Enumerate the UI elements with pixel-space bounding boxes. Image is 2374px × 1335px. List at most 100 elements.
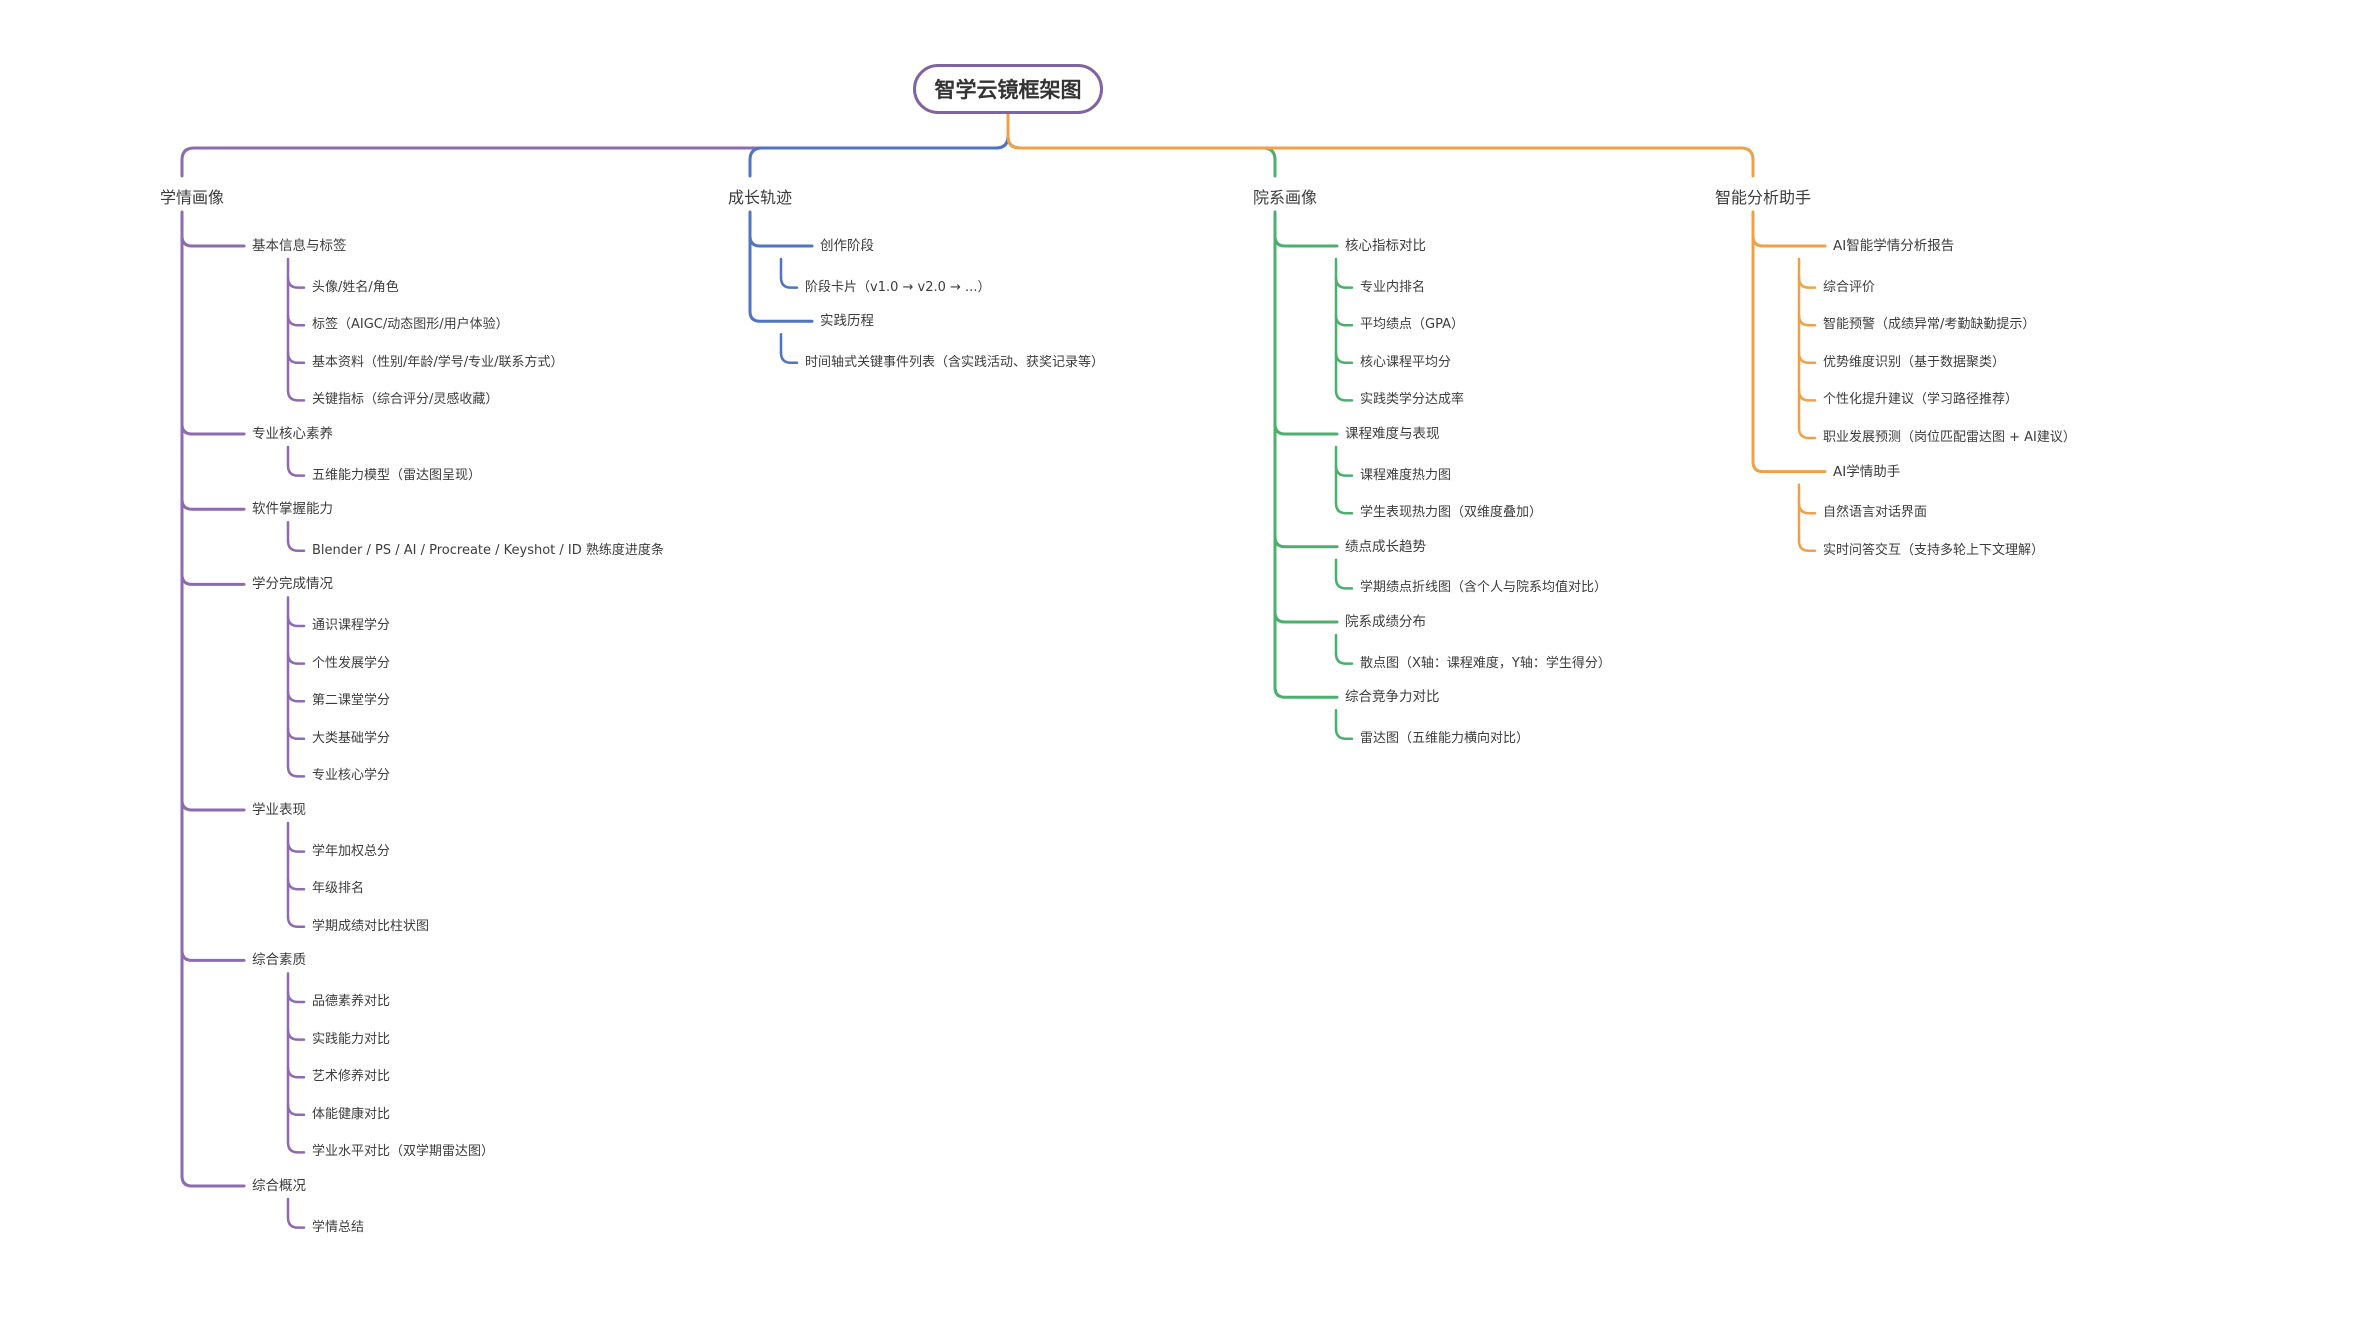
connector-line [748, 112, 1010, 178]
connector-line [1334, 652, 1354, 665]
leaf-node[interactable]: 课程难度热力图 [1360, 467, 1452, 483]
connector-line [1006, 112, 1277, 178]
connector-line [1006, 112, 1755, 178]
connector-line [1334, 351, 1354, 365]
leaf-node[interactable]: 核心课程平均分 [1360, 354, 1452, 370]
sub-node[interactable]: 课程难度与表现 [1345, 426, 1440, 442]
branch-profile[interactable]: 学情画像 [160, 188, 225, 207]
leaf-node[interactable]: 学生表现热力图（双维度叠加） [1360, 505, 1543, 521]
leaf-node[interactable]: 实时问答交互（支持多轮上下文理解） [1823, 542, 2045, 558]
connector-line [1273, 610, 1339, 624]
connector-line [1273, 422, 1339, 436]
leaf-node[interactable]: 优势维度识别（基于数据聚类） [1823, 354, 2006, 370]
leaf-node[interactable]: 艺术修养对比 [312, 1069, 391, 1085]
connector-line [1334, 313, 1354, 327]
leaf-node[interactable]: 第二课堂学分 [312, 693, 391, 709]
connector-line [180, 497, 246, 511]
connector-line [286, 464, 306, 477]
connector-line [748, 309, 814, 323]
connector-line [286, 539, 306, 553]
leaf-node[interactable]: 专业核心学分 [312, 768, 391, 784]
connector-line [1797, 389, 1817, 402]
leaf-node[interactable]: 关键指标（综合评分/灵感收藏） [312, 392, 499, 408]
sub-node[interactable]: 绩点成长趋势 [1345, 538, 1426, 555]
leaf-node[interactable]: 学期绩点折线图（含个人与院系均值对比） [1360, 580, 1608, 596]
connector-line [1273, 685, 1339, 699]
sub-node[interactable]: AI智能学情分析报告 [1833, 238, 1955, 254]
leaf-node[interactable]: 雷达图（五维能力横向对比） [1360, 730, 1530, 746]
branch-department[interactable]: 院系画像 [1253, 188, 1318, 207]
sub-node[interactable]: 核心指标对比 [1345, 238, 1426, 254]
connector-line [1751, 234, 1827, 248]
leaf-node[interactable]: 学业水平对比（双学期雷达图） [312, 1144, 495, 1160]
connector-line [1273, 234, 1339, 248]
sub-node[interactable]: 综合概况 [252, 1178, 306, 1194]
leaf-node[interactable]: 实践能力对比 [312, 1031, 391, 1047]
sub-node[interactable]: AI学情助手 [1833, 463, 1901, 480]
root-title: 智学云镜框架图 [934, 78, 1082, 102]
leaf-node[interactable]: 智能预警（成绩异常/考勤缺勤提示） [1823, 317, 2036, 333]
leaf-node[interactable]: 大类基础学分 [312, 730, 391, 746]
sub-node[interactable]: 学业表现 [252, 802, 306, 818]
leaf-node[interactable]: 标签（AIGC/动态图形/用户体验） [312, 317, 509, 333]
connector-line [180, 948, 246, 962]
connector-line [1334, 276, 1354, 289]
leaf-node[interactable]: 个性发展学分 [312, 655, 391, 671]
connector-line [286, 1103, 306, 1117]
leaf-node[interactable]: 散点图（X轴：课程难度，Y轴：学生得分） [1360, 655, 1611, 671]
leaf-node[interactable]: 职业发展预测（岗位匹配雷达图 + AI建议） [1823, 430, 2076, 445]
connector-line [286, 1028, 306, 1041]
connector-line [180, 798, 246, 812]
leaf-node[interactable]: 个性化提升建议（学习路径推荐） [1823, 392, 2019, 408]
connector-line [286, 614, 306, 628]
sub-node[interactable]: 院系成绩分布 [1345, 614, 1426, 630]
sub-node[interactable]: 实践历程 [820, 313, 874, 330]
leaf-node[interactable]: 时间轴式关键事件列表（含实践活动、获奖记录等） [805, 354, 1105, 370]
connector-line [286, 313, 306, 327]
connector-line [286, 389, 306, 402]
leaf-node[interactable]: 学年加权总分 [312, 843, 391, 859]
connector-line [1797, 276, 1817, 289]
connector-line [286, 915, 306, 929]
leaf-node[interactable]: 学情总结 [312, 1219, 365, 1235]
leaf-node[interactable]: 年级排名 [312, 881, 365, 897]
leaf-node[interactable]: 综合评价 [1823, 279, 1876, 295]
connector-line [286, 840, 306, 853]
connector-line [286, 1141, 306, 1154]
connector-line [1797, 313, 1817, 327]
sub-node[interactable]: 基本信息与标签 [252, 238, 347, 254]
connector-line [180, 112, 1010, 178]
connector-line [180, 422, 246, 436]
connector-line [1273, 535, 1339, 549]
leaf-node[interactable]: 专业内排名 [1360, 279, 1426, 295]
leaf-node[interactable]: 头像/姓名/角色 [312, 279, 399, 295]
connector-line [748, 234, 814, 248]
leaf-node[interactable]: 通识课程学分 [312, 618, 391, 633]
sub-node[interactable]: 创作阶段 [820, 238, 874, 254]
leaf-node[interactable]: Blender / PS / AI / Procreate / Keyshot … [312, 542, 664, 558]
connector-line [180, 1174, 246, 1188]
leaf-node[interactable]: 品德素养对比 [312, 994, 391, 1009]
leaf-node[interactable]: 学期成绩对比柱状图 [312, 918, 430, 934]
leaf-node[interactable]: 体能健康对比 [312, 1106, 391, 1122]
connector-line [1334, 577, 1354, 590]
connector-line [286, 689, 306, 703]
leaf-node[interactable]: 平均绩点（GPA） [1360, 317, 1464, 333]
leaf-node[interactable]: 自然语言对话界面 [1823, 505, 1928, 521]
sub-node[interactable]: 学分完成情况 [252, 576, 333, 593]
sub-node[interactable]: 软件掌握能力 [252, 501, 333, 518]
connector-line [286, 990, 306, 1004]
connector-line [286, 1065, 306, 1079]
root-node[interactable]: 智学云镜框架图 [913, 64, 1103, 114]
leaf-node[interactable]: 基本资料（性别/年龄/学号/专业/联系方式） [312, 354, 564, 370]
sub-node[interactable]: 综合素质 [252, 952, 306, 969]
branch-assistant[interactable]: 智能分析助手 [1715, 188, 1812, 207]
sub-node[interactable]: 综合竞争力对比 [1345, 689, 1440, 706]
leaf-node[interactable]: 实践类学分达成率 [1360, 392, 1465, 408]
sub-node[interactable]: 专业核心素养 [252, 426, 333, 442]
connector-line [286, 765, 306, 778]
leaf-node[interactable]: 阶段卡片（v1.0 → v2.0 → ...） [805, 279, 991, 295]
leaf-node[interactable]: 五维能力模型（雷达图呈现） [312, 467, 482, 483]
branch-growth[interactable]: 成长轨迹 [728, 188, 793, 207]
